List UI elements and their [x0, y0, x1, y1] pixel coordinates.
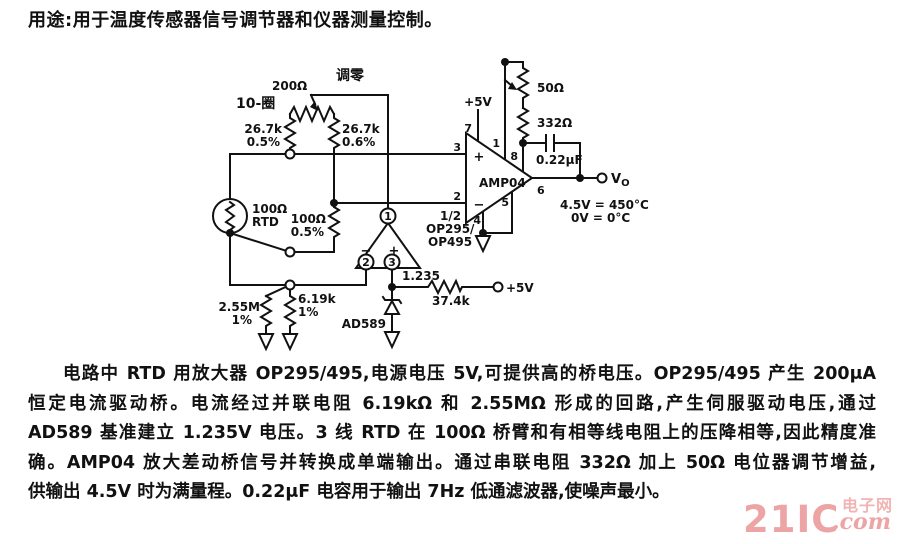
- label-r-left-tol: 0.5%: [247, 135, 280, 149]
- label-cal-zero: 0V = 0°C: [571, 211, 630, 225]
- label-vout: VO: [611, 172, 630, 189]
- rtd-symbol: [212, 198, 248, 234]
- label-r255-tol: 1%: [232, 313, 252, 327]
- op295-pin2: 2: [362, 256, 370, 269]
- label-zero-adjust: 调零: [336, 67, 365, 84]
- 21ic-watermark-logo: 21IC 电子网 .com: [743, 490, 893, 542]
- label-cal-fullscale: 4.5V = 450°C: [560, 198, 649, 212]
- purpose-title: 用途:用于温度传感器信号调节器和仪器测量控制。: [28, 10, 443, 31]
- label-r255-value: 2.55M: [218, 300, 260, 314]
- rtd-amplifier-schematic: 调零 200Ω 10-圈 26.7k 0.5% 26.7k 0.6% 100Ω …: [212, 58, 649, 352]
- label-pot-value: 200Ω: [272, 79, 307, 93]
- op295-plus-sign: +: [389, 244, 400, 259]
- description-paragraph: 电路中 RTD 用放大器 OP295/495,电源电压 5V,可提供高的桥电压。…: [28, 360, 876, 508]
- amp04-minus-sign: −: [474, 198, 485, 213]
- op295-minus-sign: −: [361, 244, 372, 259]
- label-op295-name2: OP495: [428, 235, 472, 249]
- label-cap-filter: 0.22μF: [536, 153, 583, 167]
- terminal-circles: [284, 148, 608, 293]
- label-r619-tol: 1%: [298, 305, 318, 319]
- label-op295-half: 1/2: [440, 209, 461, 223]
- amp04-pin6: 6: [537, 184, 545, 197]
- label-r374: 37.4k: [432, 294, 471, 308]
- label-r-arm-tol: 0.5%: [291, 225, 324, 239]
- label-rtd-name: RTD: [252, 215, 279, 229]
- description-line: 供输出 4.5V 时为满量程。0.22μF 电容用于输出 7Hz 低通滤波器,使…: [28, 482, 670, 502]
- label-plus5v-top: +5V: [464, 95, 492, 109]
- amp04-pin5: 5: [501, 196, 509, 209]
- label-amp04: AMP04: [479, 176, 526, 190]
- label-r619-value: 6.19k: [298, 292, 337, 306]
- op295-triangle: [354, 207, 422, 271]
- watermark-dotcom-text: .com: [831, 509, 891, 535]
- op295-pin1: 1: [384, 210, 392, 223]
- amp04-pin8: 8: [510, 150, 518, 163]
- label-rtd-value: 100Ω: [252, 202, 287, 216]
- label-r-gain-pot: 50Ω: [537, 81, 564, 95]
- label-ad589: AD589: [342, 317, 386, 331]
- watermark-brand-text: 21IC: [743, 498, 840, 541]
- description-line: AD589 基准建立 1.235V 电压。3 线 RTD 在 100Ω 桥臂和有…: [28, 423, 876, 443]
- label-vref: 1.235: [402, 269, 440, 283]
- op295-pin3: 3: [388, 256, 396, 269]
- amp04-pin4: 4: [473, 214, 481, 227]
- label-r-right-value: 26.7k: [342, 122, 381, 136]
- label-r-left-value: 26.7k: [244, 122, 283, 136]
- label-op295-name1: OP295/: [426, 222, 475, 236]
- label-r-arm-value: 100Ω: [291, 212, 326, 226]
- amp04-triangle: [465, 131, 534, 225]
- label-pot-turns: 10-圈: [236, 96, 275, 112]
- description-line: 电路中 RTD 用放大器 OP295/495,电源电压 5V,可提供高的桥电压。…: [63, 364, 876, 384]
- amp04-pin1: 1: [492, 137, 500, 150]
- junction-dots: [226, 58, 584, 291]
- watermark-cn-text: 电子网: [841, 498, 893, 515]
- label-plus5v-right: +5V: [506, 281, 534, 295]
- wires: [228, 61, 598, 335]
- amp04-pin7: 7: [464, 122, 472, 135]
- amp04-pin2: 2: [453, 190, 461, 203]
- amp04-pin3: 3: [453, 141, 461, 154]
- label-r-right-tol: 0.6%: [342, 135, 375, 149]
- description-line: 确。AMP04 放大差动桥信号并转换成单端输出。通过串联电阻 332Ω 加上 5…: [28, 452, 876, 473]
- label-r-gain-series: 332Ω: [537, 116, 572, 130]
- description-line: 恒定电流驱动桥。电流经过并联电阻 6.19kΩ 和 2.55MΩ 形成的回路,产…: [28, 393, 876, 414]
- amp04-plus-sign: +: [474, 150, 485, 165]
